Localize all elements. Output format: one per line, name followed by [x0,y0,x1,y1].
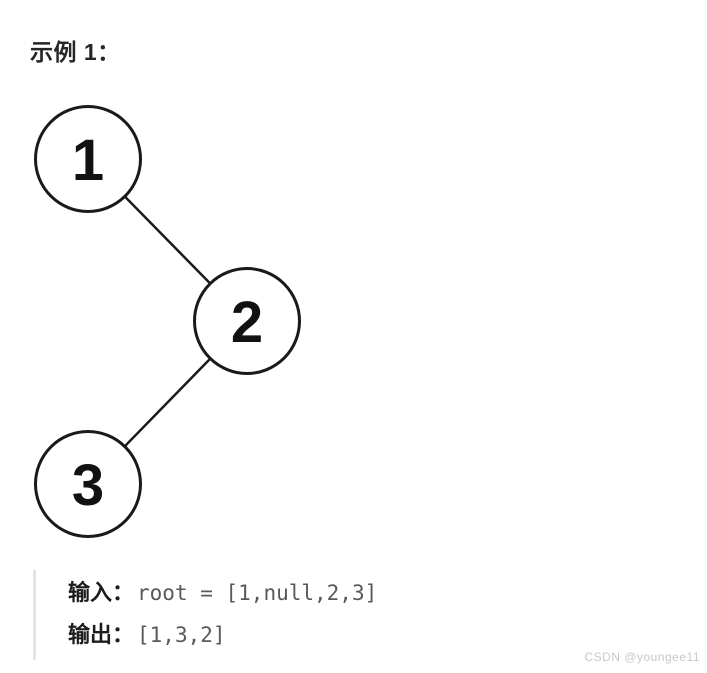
output-label: 输出： [68,622,135,647]
tree-node-3-circle [34,430,142,538]
tree-node-2-circle [193,267,301,375]
input-line: 输入：root = [1,null,2,3] [68,572,377,614]
example-heading: 示例 1： [30,39,121,65]
output-line: 输出：[1,3,2] [68,614,377,656]
input-value: root = [1,null,2,3] [137,581,378,605]
input-label: 输入： [68,580,135,605]
binary-tree-diagram: 1 2 3 [34,105,301,538]
tree-node-3-label: 3 [72,453,104,518]
tree-node-1-label: 1 [72,128,104,193]
tree-node-1-circle [34,105,142,213]
csdn-watermark: CSDN @youngee11 [584,650,700,664]
tree-node-2-label: 2 [231,290,263,355]
example-io-block: 输入：root = [1,null,2,3] 输出：[1,3,2] [33,570,377,660]
output-value: [1,3,2] [137,623,226,647]
